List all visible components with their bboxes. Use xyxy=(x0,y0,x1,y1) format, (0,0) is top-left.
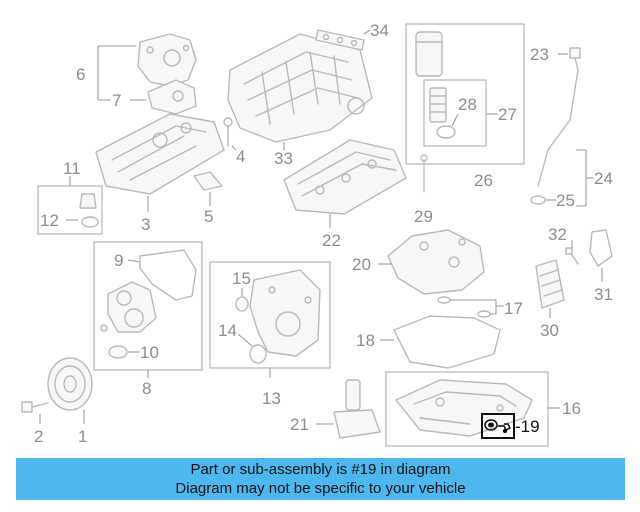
timing-cover-gasket-part xyxy=(147,79,197,115)
callout-4: 4 xyxy=(236,147,245,166)
crankshaft-pulley-part xyxy=(47,357,93,411)
callout-33: 33 xyxy=(274,149,293,168)
callout-3: 3 xyxy=(141,215,150,234)
oil-filter-housing-part xyxy=(415,31,443,77)
lower-oil-pan-part xyxy=(395,379,533,437)
callout-12: 12 xyxy=(40,211,59,230)
timing-gasket-part xyxy=(139,249,197,301)
callout-15: 15 xyxy=(232,269,251,288)
banner-line-2: Diagram may not be specific to your vehi… xyxy=(175,480,466,497)
cooler-bolt-part xyxy=(565,247,579,265)
callout-20: 20 xyxy=(352,255,371,274)
oil-level-sensor-part xyxy=(333,379,381,439)
callout-27: 27 xyxy=(498,105,517,124)
front-seal-part xyxy=(235,296,249,312)
callout-1: 1 xyxy=(78,427,87,446)
oil-filter-element-part xyxy=(429,87,456,139)
engine-front-cover-part xyxy=(249,269,321,357)
callout-21: 21 xyxy=(290,415,309,434)
callout-9: 9 xyxy=(114,251,123,270)
dipstick-part xyxy=(530,47,581,205)
callout-24: 24 xyxy=(594,169,613,188)
seal-ring-part xyxy=(108,345,128,359)
callout-5: 5 xyxy=(204,207,213,226)
callout-13: 13 xyxy=(262,389,281,408)
callout-18: 18 xyxy=(356,331,375,350)
crank-seal-part xyxy=(249,344,267,364)
cooler-gasket-part xyxy=(589,229,613,267)
callout-19: -19 xyxy=(515,417,540,436)
callout-10: 10 xyxy=(140,343,159,362)
oil-pump-part xyxy=(387,229,485,295)
callout-16: 16 xyxy=(562,399,581,418)
oil-filler-cap-part xyxy=(79,193,99,228)
drain-plug-part xyxy=(484,419,512,434)
callout-25: 25 xyxy=(556,191,575,210)
intake-gasket-part xyxy=(315,29,365,51)
part-info-banner: Part or sub-assembly is #19 in diagram D… xyxy=(16,458,625,500)
callout-8: 8 xyxy=(142,379,151,398)
engine-parts-diagram: 6 7 3 4 5 11 12 33 xyxy=(21,21,613,447)
bracket-part xyxy=(193,171,223,191)
callout-14: 14 xyxy=(218,321,237,340)
upper-timing-cover-part xyxy=(137,33,197,87)
callout-6: 6 xyxy=(76,65,85,84)
cylinder-head-part xyxy=(283,139,407,215)
pulley-bolt-part xyxy=(21,401,49,413)
oil-pan-gasket-part xyxy=(393,315,501,369)
oil-cooler-part xyxy=(535,259,565,309)
callout-26: 26 xyxy=(474,171,493,190)
callout-2: 2 xyxy=(34,427,43,446)
valve-cover-part xyxy=(95,113,225,195)
callout-30: 30 xyxy=(540,321,559,340)
callout-32: 32 xyxy=(548,225,567,244)
callout-29: 29 xyxy=(414,207,433,226)
callout-22: 22 xyxy=(322,231,341,250)
callout-23: 23 xyxy=(530,45,549,64)
intake-manifold-part xyxy=(227,33,373,143)
callout-11: 11 xyxy=(63,159,81,178)
timing-cover-lower-part xyxy=(100,281,157,333)
callout-28: 28 xyxy=(458,95,477,114)
callout-31: 31 xyxy=(594,285,613,304)
bolt-part xyxy=(223,117,233,147)
dipstick-tube-pin-part xyxy=(420,154,428,193)
callout-17: 17 xyxy=(504,299,523,318)
drain-plug-highlight-box xyxy=(481,413,515,439)
banner-line-1: Part or sub-assembly is #19 in diagram xyxy=(190,461,451,478)
callout-7: 7 xyxy=(112,91,121,110)
callout-34: 34 xyxy=(370,21,389,40)
